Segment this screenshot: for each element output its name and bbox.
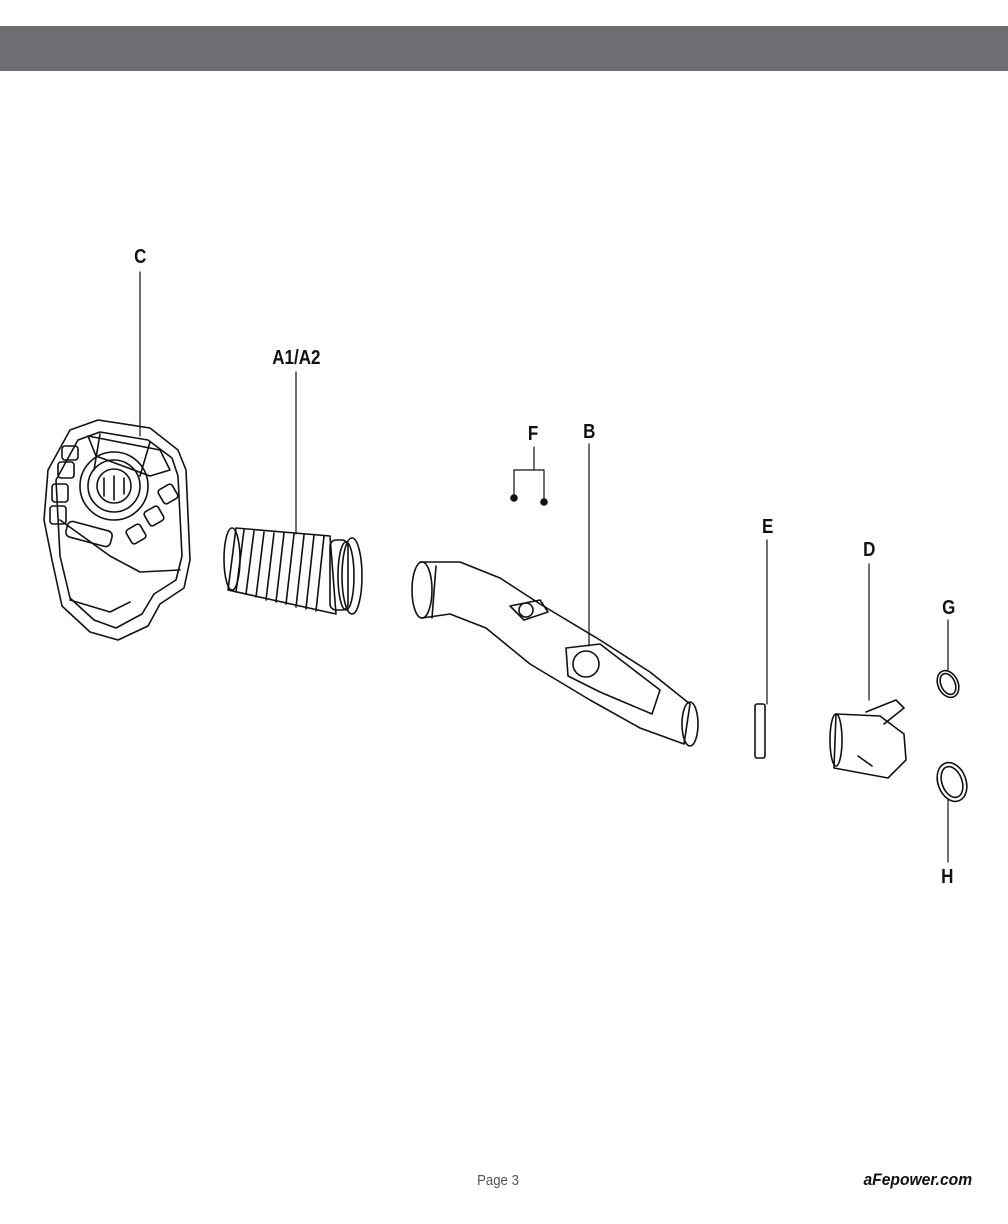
large-clamp bbox=[936, 761, 968, 803]
coupler bbox=[829, 699, 907, 779]
small-tube bbox=[754, 703, 766, 759]
callout-d: D bbox=[863, 539, 876, 561]
small-clamp bbox=[936, 669, 960, 699]
leader-lines bbox=[139, 271, 949, 863]
page-number: Page 3 bbox=[477, 1172, 519, 1189]
air-filter bbox=[223, 527, 363, 615]
callout-b: B bbox=[583, 421, 596, 443]
website-link[interactable]: aFepower.com bbox=[863, 1170, 972, 1189]
intake-tube bbox=[411, 561, 699, 747]
callout-a1-a2: A1/A2 bbox=[272, 347, 321, 369]
callout-g: G bbox=[942, 597, 956, 619]
header-bar bbox=[0, 26, 1008, 71]
callout-c: C bbox=[134, 246, 147, 268]
callout-f: F bbox=[527, 423, 539, 445]
screws bbox=[510, 494, 548, 506]
intake-housing bbox=[43, 419, 191, 641]
callout-e: E bbox=[762, 516, 774, 538]
callout-h: H bbox=[941, 866, 954, 888]
